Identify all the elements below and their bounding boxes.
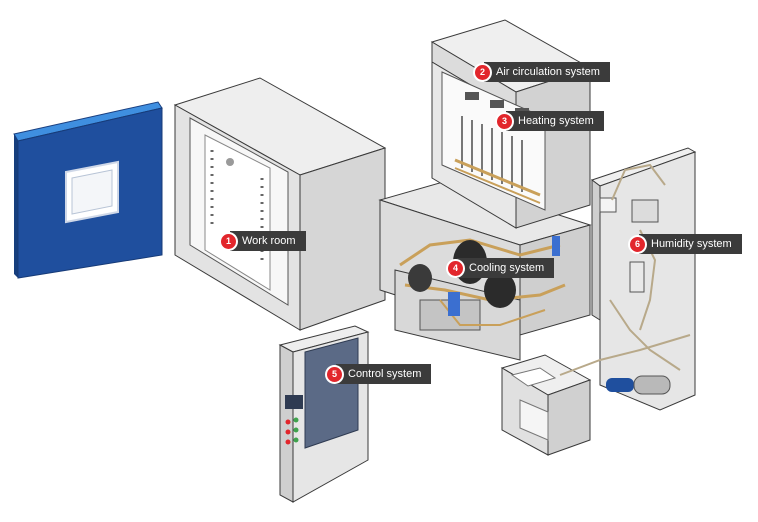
callout-cooling: 4 Cooling system — [448, 258, 555, 278]
control-panel — [278, 325, 370, 503]
callout-number-badge: 3 — [497, 113, 512, 129]
callout-number-badge: 1 — [221, 233, 236, 249]
callout-number-badge: 2 — [475, 64, 490, 80]
humidity-panel — [590, 147, 697, 411]
callout-number-badge: 6 — [630, 236, 645, 252]
door-panel — [13, 101, 163, 279]
callout-label: Air circulation system — [484, 62, 610, 82]
callout-label: Control system — [336, 364, 432, 384]
callout-number-badge: 4 — [448, 260, 463, 276]
callout-label: Humidity system — [639, 234, 742, 254]
water-tank — [500, 334, 691, 456]
work-room-box — [173, 77, 387, 331]
callout-air-circulation: 2 Air circulation system — [475, 62, 610, 82]
callout-number-badge: 5 — [327, 366, 342, 382]
callout-work-room: 1 Work room — [221, 231, 306, 251]
heater-elements — [461, 116, 523, 192]
callout-label: Work room — [230, 231, 306, 251]
callout-label: Heating system — [506, 111, 604, 131]
callout-humidity: 6 Humidity system — [630, 234, 742, 254]
callout-label: Cooling system — [457, 258, 555, 278]
control-buttons — [285, 417, 299, 445]
callout-heating: 3 Heating system — [497, 111, 604, 131]
air-circulation-tower — [430, 19, 592, 229]
callout-control: 5 Control system — [327, 364, 432, 384]
